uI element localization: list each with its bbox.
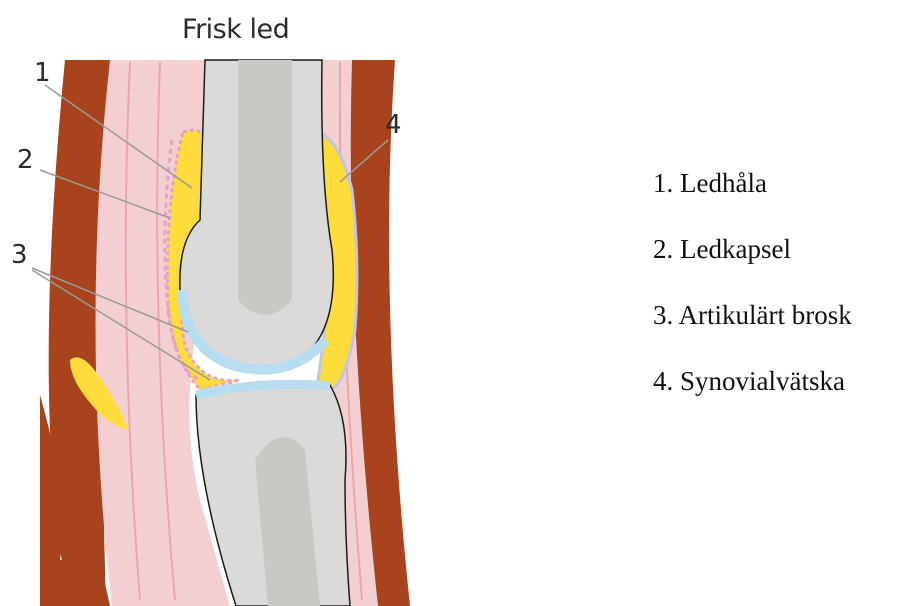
callout-3: 3 [11,240,28,270]
legend-item-synovialvatska: 4. Synovialvätska [653,358,852,424]
legend: 1. Ledhåla 2. Ledkapsel 3. Artikulärt br… [653,160,852,424]
callout-1: 1 [34,58,51,88]
diagram-title: Frisk led [182,14,289,45]
medullary-cavity [238,60,292,315]
legend-item-ledhala: 1. Ledhåla [653,160,852,226]
legend-item-artikulart-brosk: 3. Artikulärt brosk [653,292,852,358]
callout-2: 2 [17,145,34,175]
legend-item-ledkapsel: 2. Ledkapsel [653,226,852,292]
callout-4: 4 [385,110,402,140]
